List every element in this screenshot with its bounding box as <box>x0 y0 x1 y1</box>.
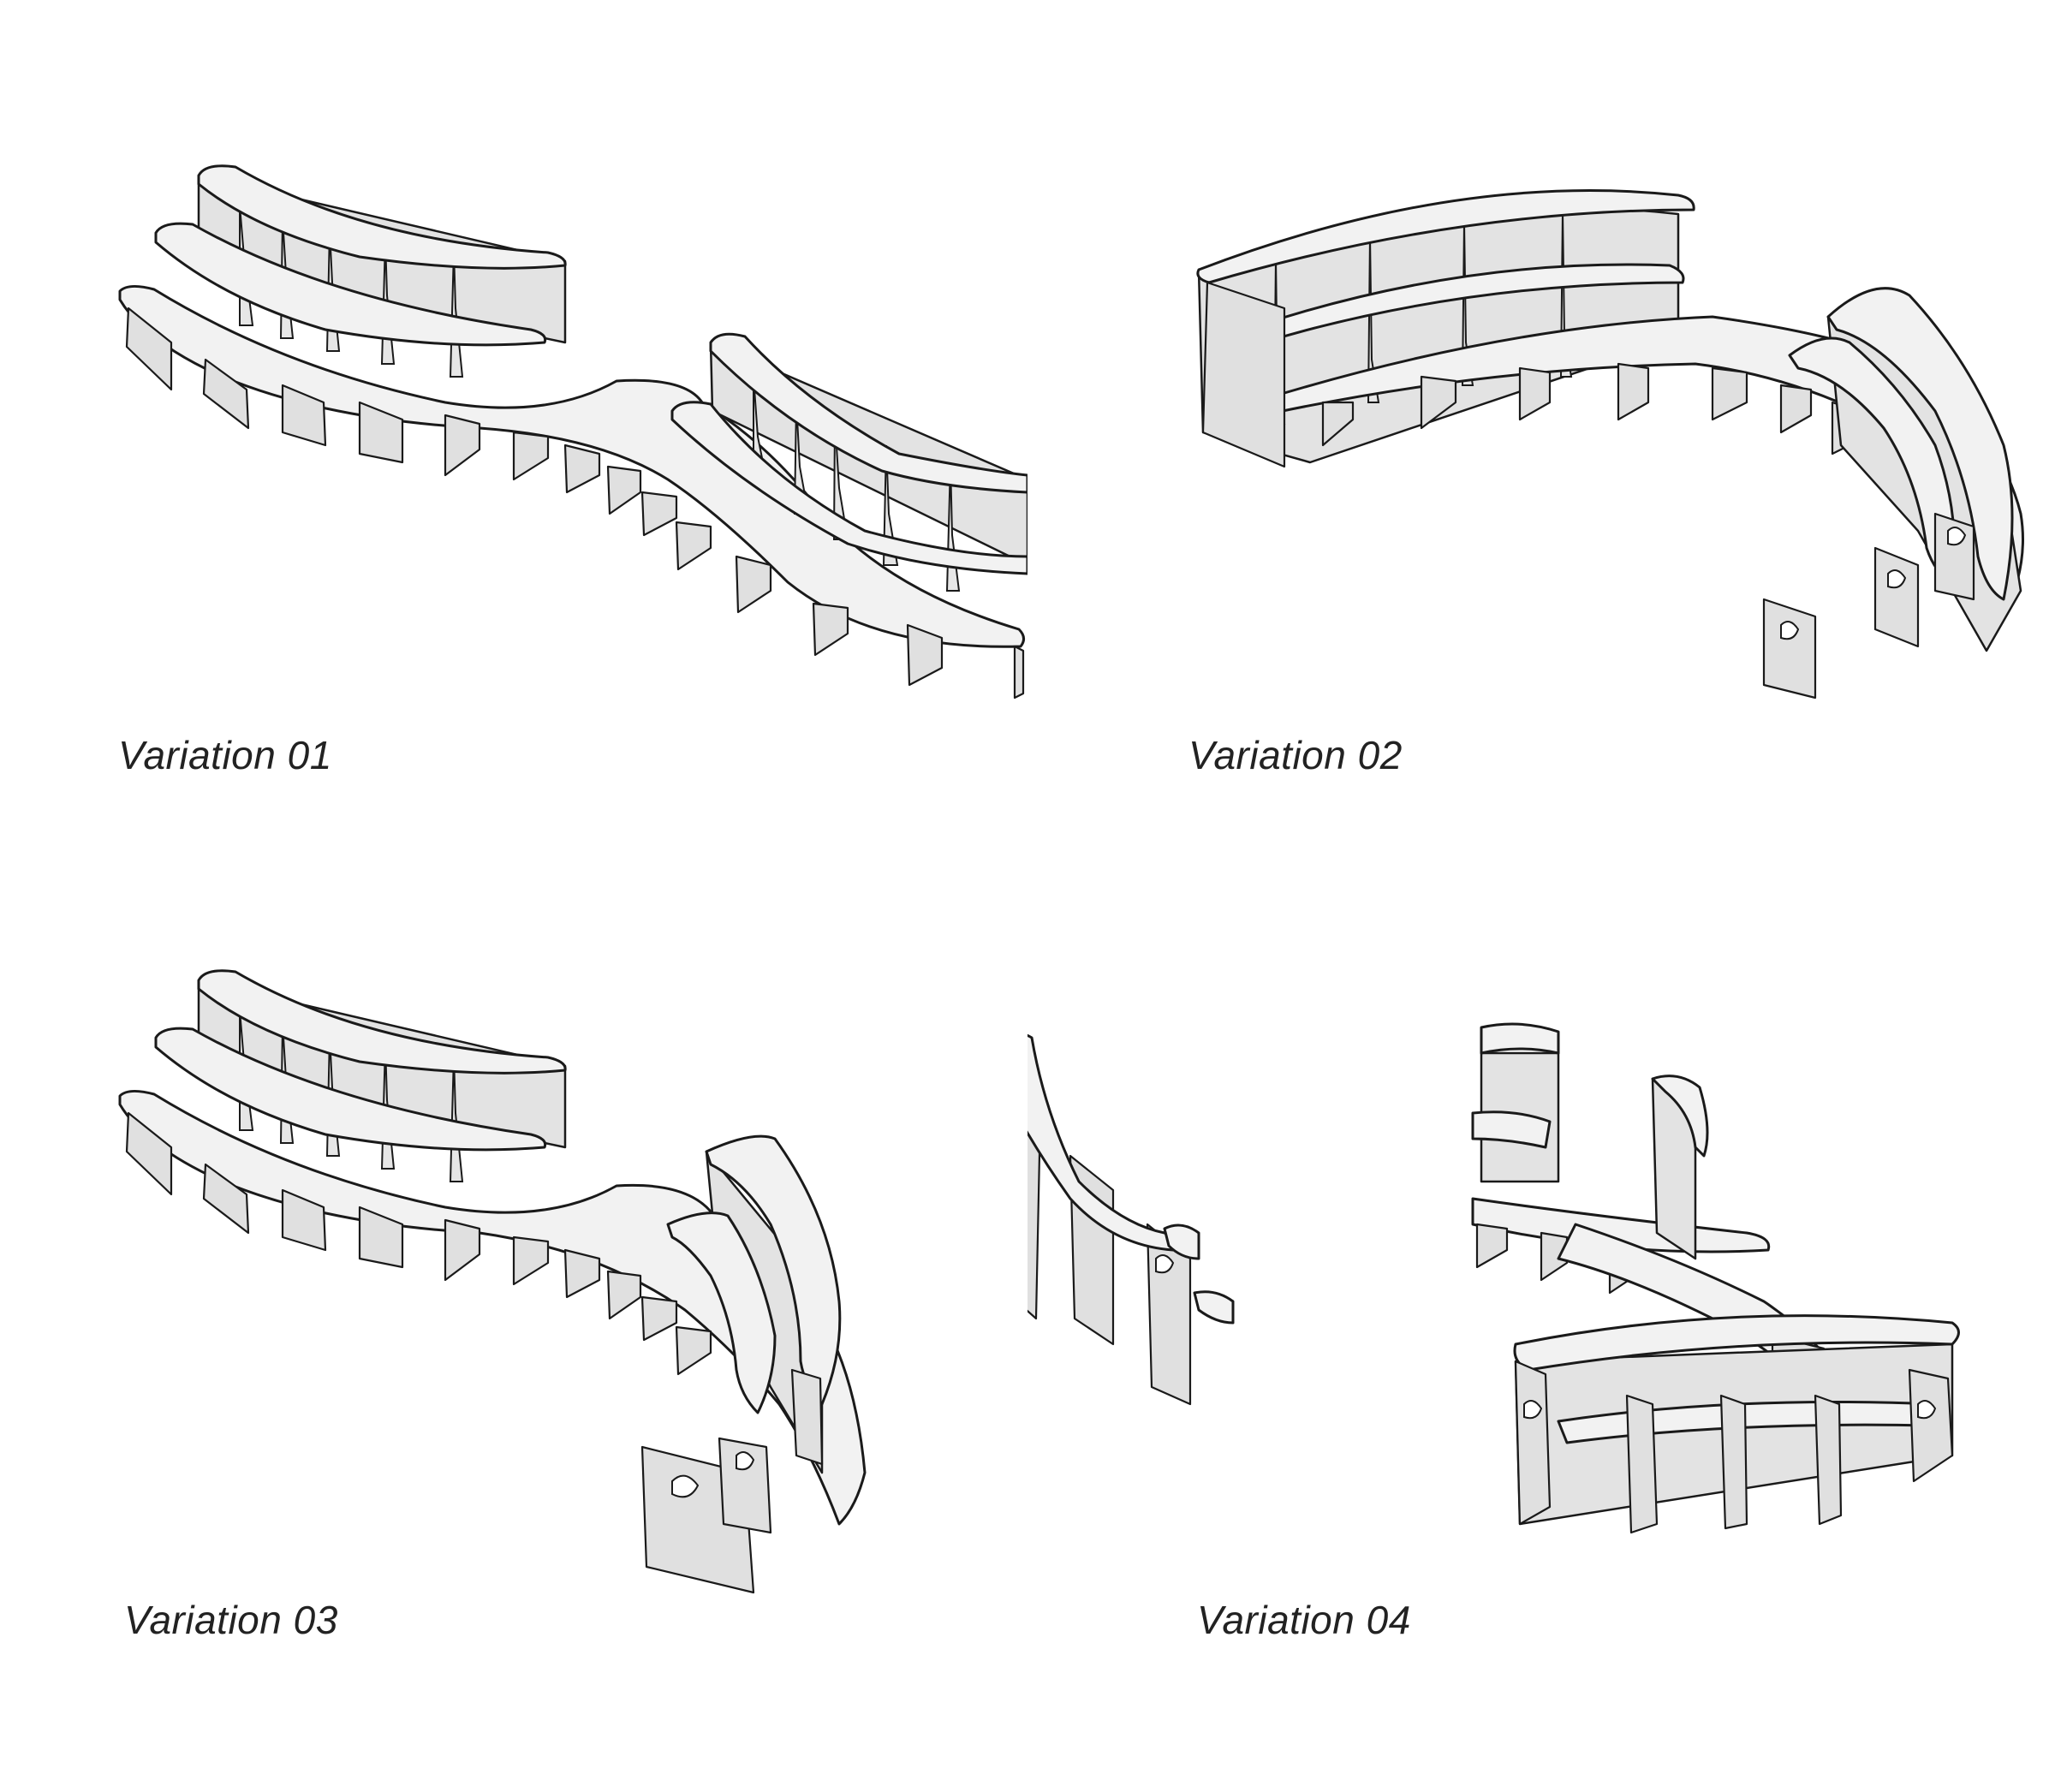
tower-legs <box>640 1368 824 1594</box>
shelf-top-upper <box>197 969 567 1075</box>
tower-legs <box>1762 512 1975 700</box>
variation-04-drawing <box>1028 1022 1960 1534</box>
shelf-top-right-middle <box>670 401 1028 575</box>
variation-04-label: Variation 04 <box>1197 1598 1411 1642</box>
tower-mid <box>666 1212 777 1414</box>
bench-top-lower <box>118 285 1025 648</box>
variation-01-panel: Variation 01 <box>0 0 1028 890</box>
variation-03-label: Variation 03 <box>124 1598 338 1642</box>
variation-01-drawing <box>118 164 1028 700</box>
shelf-top-upper <box>197 164 567 270</box>
variation-03-drawing <box>118 969 867 1594</box>
variation-04-panel: Variation 04 <box>1028 856 2055 1747</box>
bench-legs <box>125 1111 712 1376</box>
variation-01-label: Variation 01 <box>118 733 332 777</box>
shelf-top-middle <box>154 1027 547 1152</box>
counter-unit <box>1513 1314 1960 1534</box>
variation-02-label: Variation 02 <box>1188 733 1403 777</box>
bench-legs <box>125 307 1025 700</box>
variation-02-drawing <box>1196 189 2024 700</box>
shelf-top-middle <box>154 222 547 347</box>
variation-03-panel: Variation 03 <box>0 856 1028 1747</box>
tower-right-top <box>1826 287 2014 601</box>
arc-top-upper <box>1196 189 1695 284</box>
shelf-top-right-upper <box>709 332 1028 494</box>
tower-top <box>705 1134 842 1406</box>
stepped-tower-left <box>1028 1033 1235 1406</box>
variation-02-panel: Variation 02 <box>1028 0 2055 890</box>
